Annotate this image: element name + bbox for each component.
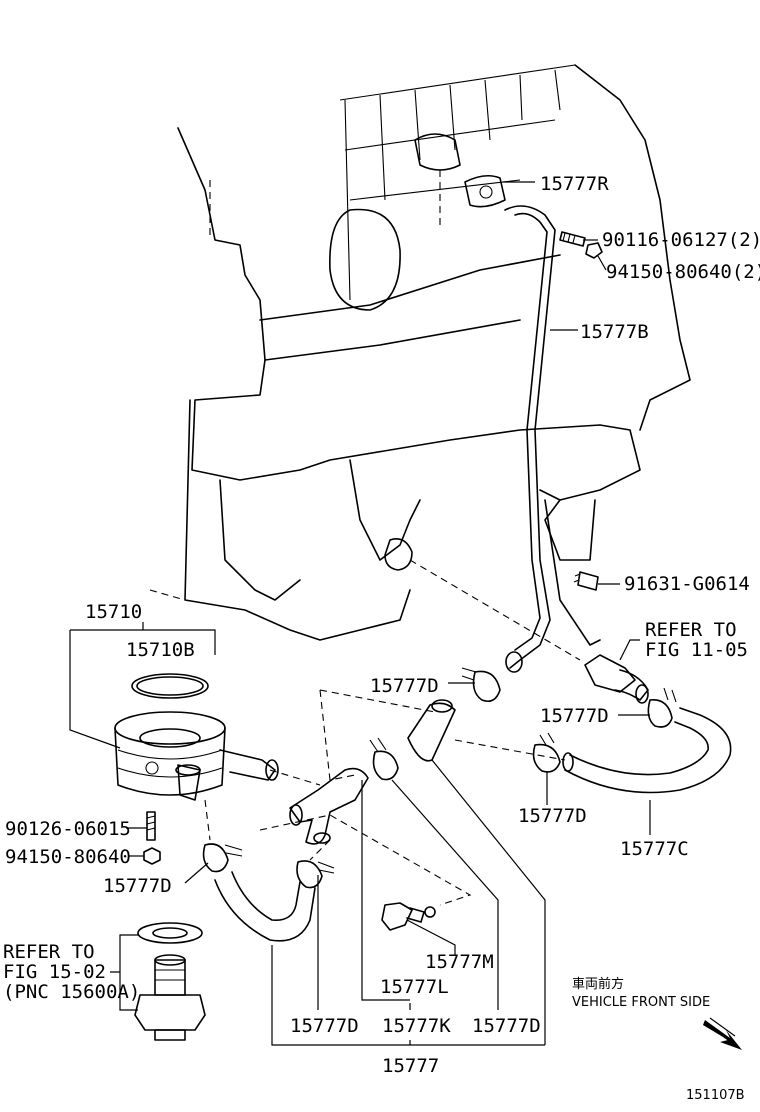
gasket-15777R[interactable] (464, 174, 506, 208)
label-refer-to-a[interactable]: REFER TO (645, 619, 737, 641)
clamp-15777D-c[interactable] (532, 732, 561, 773)
clamp-15777D-f[interactable] (369, 737, 399, 781)
o-ring-15710B[interactable] (131, 673, 209, 699)
clamp-15777D-b[interactable] (647, 687, 677, 728)
nut-94150-top[interactable] (585, 242, 603, 259)
pipe-15777B[interactable] (504, 205, 556, 673)
label-15777[interactable]: 15777 (382, 1055, 439, 1077)
bolt-90126[interactable] (146, 811, 156, 841)
hose-15777C[interactable] (562, 707, 732, 794)
label-refer-to-b[interactable]: REFER TO (3, 941, 95, 963)
label-15777M[interactable]: 15777M (425, 951, 494, 973)
label-pnc-15600a[interactable]: (PNC 15600A) (3, 981, 140, 1003)
label-15777D-f[interactable]: 15777D (472, 1015, 541, 1037)
washer[interactable] (137, 922, 203, 944)
valve-15777M[interactable] (381, 902, 436, 931)
figure-number: 151107B (686, 1088, 745, 1103)
bolt-91631[interactable] (573, 571, 599, 591)
front-direction-arrow-icon (703, 1017, 742, 1050)
assembly-lines (204, 689, 566, 906)
label-15777D-c[interactable]: 15777D (518, 805, 587, 827)
relief-valve[interactable] (134, 954, 206, 1041)
label-91631-G0614[interactable]: 91631-G0614 (624, 573, 750, 595)
label-15777K[interactable]: 15777K (382, 1015, 451, 1037)
label-15777D-b[interactable]: 15777D (540, 705, 609, 727)
label-90116-06127[interactable]: 90116-06127(2) (602, 229, 760, 251)
label-94150-80640-2[interactable]: 94150-80640(2) (606, 261, 760, 283)
clamp-15777D-d[interactable] (202, 843, 243, 873)
union-15777K[interactable] (289, 767, 369, 845)
leader-lines (69, 181, 651, 1046)
label-94150-80640[interactable]: 94150-80640 (5, 846, 131, 868)
label-15777B[interactable]: 15777B (580, 321, 649, 343)
clamp-15777D-a[interactable] (461, 667, 501, 703)
nut-94150-bottom[interactable] (143, 847, 161, 865)
label-15777D-d[interactable]: 15777D (103, 875, 172, 897)
label-15777R[interactable]: 15777R (540, 173, 609, 195)
label-15777L[interactable]: 15777L (380, 976, 449, 998)
label-15710[interactable]: 15710 (85, 601, 142, 623)
label-15777D-a[interactable]: 15777D (370, 675, 439, 697)
union-fitting[interactable] (584, 654, 649, 704)
clamp-15777D-e[interactable] (296, 860, 335, 889)
label-fig-11-05[interactable]: FIG 11-05 (645, 639, 748, 661)
bolt-90116[interactable] (559, 231, 586, 247)
label-15710B[interactable]: 15710B (126, 639, 195, 661)
engine-block-drawing (149, 64, 691, 661)
label-15777C[interactable]: 15777C (620, 838, 689, 860)
hose-straight[interactable] (407, 699, 456, 762)
hose-bent[interactable] (214, 871, 316, 942)
label-90126-06015[interactable]: 90126-06015 (5, 818, 131, 840)
label-vehicle-front-side: VEHICLE FRONT SIDE (572, 995, 710, 1010)
oil-cooler-15710[interactable] (114, 711, 279, 801)
label-fig-15-02[interactable]: FIG 15-02 (3, 961, 106, 983)
label-front-jp: 車両前方 (572, 976, 624, 992)
label-15777D-e[interactable]: 15777D (290, 1015, 359, 1037)
